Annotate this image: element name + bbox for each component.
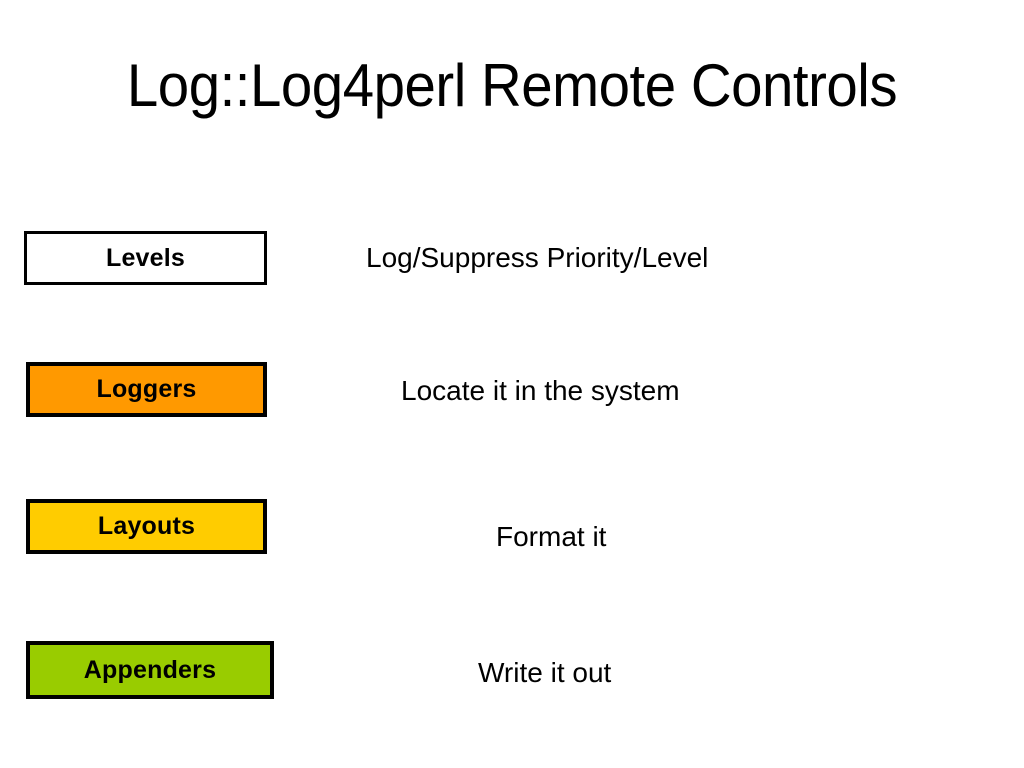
- box-layouts[interactable]: Layouts: [26, 499, 267, 554]
- box-appenders[interactable]: Appenders: [26, 641, 274, 699]
- description-levels: Log/Suppress Priority/Level: [366, 242, 709, 273]
- box-loggers-label: Loggers: [96, 375, 197, 403]
- box-layouts-label: Layouts: [97, 512, 196, 540]
- description-layouts: Format it: [496, 521, 607, 552]
- description-appenders: Write it out: [478, 657, 612, 688]
- page-title: Log::Log4perl Remote Controls: [126, 52, 898, 119]
- box-appenders-label: Appenders: [83, 655, 217, 684]
- box-levels-label: Levels: [105, 243, 186, 272]
- box-loggers[interactable]: Loggers: [26, 362, 267, 417]
- description-loggers: Locate it in the system: [401, 375, 680, 406]
- box-levels[interactable]: Levels: [24, 231, 267, 285]
